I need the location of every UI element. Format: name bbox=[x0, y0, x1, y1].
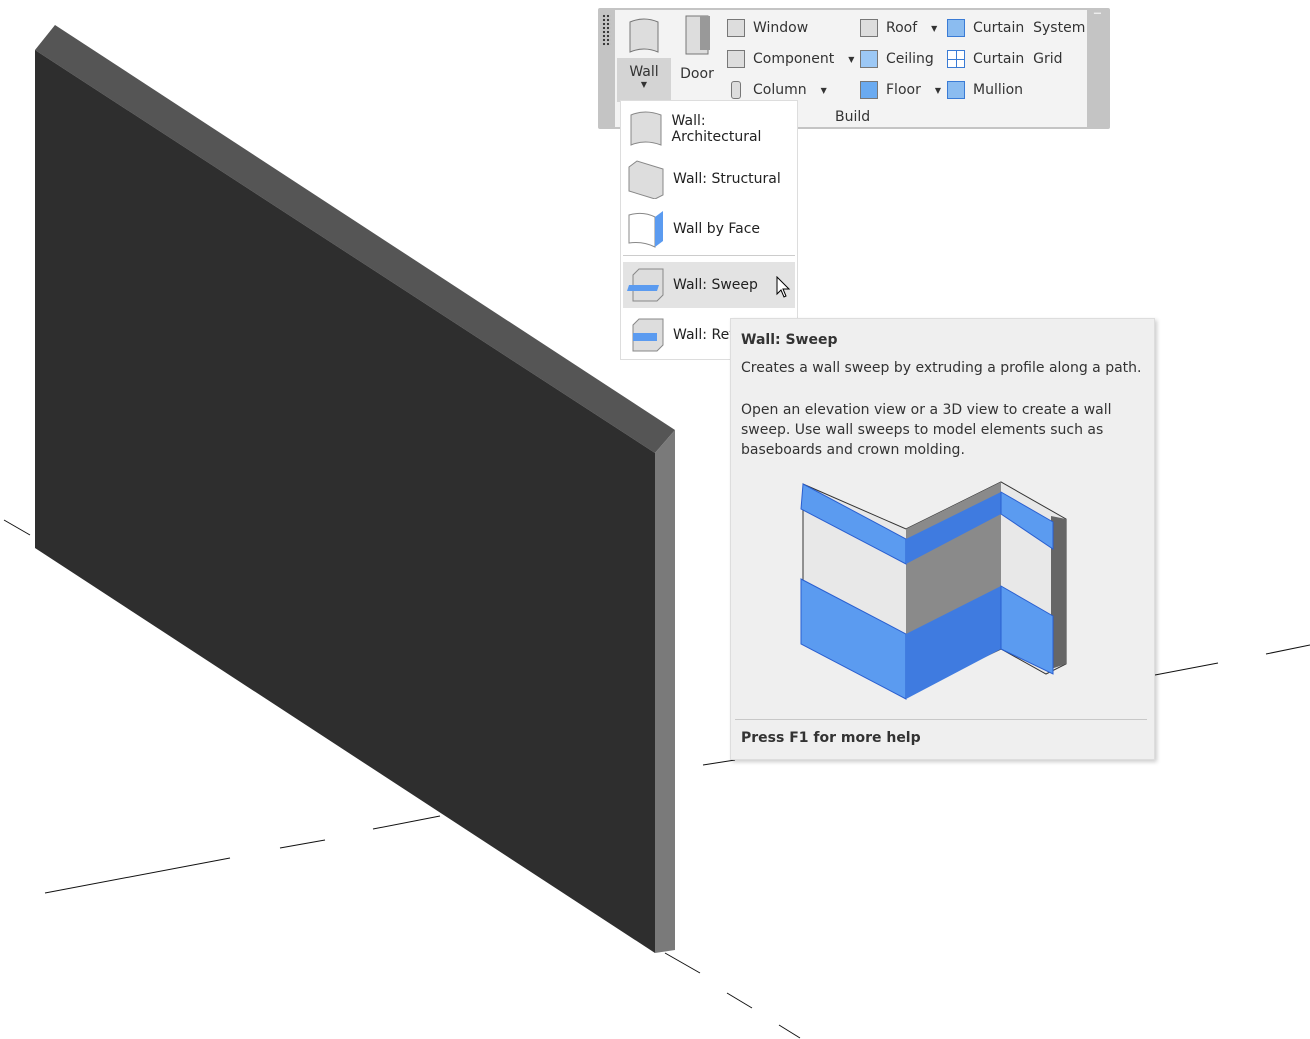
tooltip-footer: Press F1 for more help bbox=[741, 730, 921, 746]
tooltip-divider bbox=[735, 719, 1147, 720]
component-button[interactable]: Component ▼ bbox=[727, 50, 854, 68]
panel-collapse-icon[interactable]: ▔ bbox=[1094, 14, 1101, 24]
column-button[interactable]: Column ▼ bbox=[727, 81, 827, 99]
dropdown-arrow-icon[interactable]: ▼ bbox=[931, 23, 938, 33]
dropdown-arrow-icon[interactable]: ▼ bbox=[848, 54, 855, 64]
tooltip-summary: Creates a wall sweep by extruding a prof… bbox=[741, 360, 1142, 376]
floor-label: Floor bbox=[886, 82, 921, 98]
menu-item-wall-sweep[interactable]: Wall: Sweep bbox=[623, 262, 795, 308]
wall-sweep-icon bbox=[627, 268, 664, 302]
mullion-label: Mullion bbox=[973, 82, 1024, 98]
curtain-system-icon bbox=[947, 19, 965, 37]
column-label: Column bbox=[753, 82, 807, 98]
menu-item-wall-architectural[interactable]: Wall: Architectural bbox=[623, 106, 795, 152]
tooltip-wall-sweep: Wall: Sweep Creates a wall sweep by extr… bbox=[730, 318, 1155, 760]
roof-label: Roof bbox=[886, 20, 918, 36]
roof-button[interactable]: Roof ▼ bbox=[860, 19, 937, 37]
tooltip-details: Open an elevation view or a 3D view to c… bbox=[741, 402, 1112, 458]
wall-3d-model[interactable] bbox=[35, 25, 675, 953]
dropdown-arrow-icon[interactable]: ▼ bbox=[820, 85, 827, 95]
ceiling-button[interactable]: Ceiling bbox=[860, 50, 934, 68]
window-label: Window bbox=[753, 20, 809, 36]
curtain-system-button[interactable]: Curtain System bbox=[947, 19, 1085, 37]
curtain-system-label: Curtain System bbox=[973, 20, 1086, 36]
menu-item-wall-reveal[interactable]: Wall: Rev bbox=[623, 312, 795, 358]
door-icon bbox=[685, 15, 710, 55]
curtain-grid-label: Curtain Grid bbox=[973, 51, 1063, 67]
wall-architectural-icon bbox=[630, 111, 662, 146]
menu-separator bbox=[623, 255, 795, 256]
axis-lines bbox=[3, 519, 1310, 1039]
wall-by-face-icon bbox=[628, 211, 663, 248]
wall-dropdown-arrow-icon: ▼ bbox=[640, 80, 648, 89]
window-icon bbox=[727, 19, 745, 37]
panel-label: Build bbox=[835, 109, 871, 125]
component-label: Component bbox=[753, 51, 835, 67]
mullion-icon bbox=[947, 81, 965, 99]
menu-item-label: Wall: Architectural bbox=[671, 113, 762, 145]
panel-grip-handle[interactable] bbox=[602, 14, 611, 46]
wall-label: Wall bbox=[629, 64, 659, 80]
menu-item-label: Wall by Face bbox=[673, 221, 761, 237]
floor-button[interactable]: Floor ▼ bbox=[860, 81, 941, 99]
roof-icon bbox=[860, 19, 878, 37]
door-label: Door bbox=[680, 66, 714, 82]
dropdown-arrow-icon[interactable]: ▼ bbox=[934, 85, 941, 95]
wall-structural-icon bbox=[628, 160, 664, 199]
wall-icon bbox=[629, 18, 659, 53]
tooltip-title: Wall: Sweep bbox=[741, 332, 838, 348]
wall-sweep-illustration bbox=[800, 481, 1067, 700]
ceiling-icon bbox=[860, 50, 878, 68]
floor-icon bbox=[860, 81, 878, 99]
column-icon bbox=[731, 81, 741, 99]
wall-dropdown-menu: Wall: Architectural Wall: Structural Wal… bbox=[620, 100, 798, 360]
window-button[interactable]: Window bbox=[727, 19, 808, 37]
menu-item-label: Wall: Structural bbox=[673, 171, 781, 187]
ceiling-label: Ceiling bbox=[886, 51, 934, 67]
menu-item-label: Wall: Rev bbox=[673, 327, 738, 343]
component-icon bbox=[727, 50, 745, 68]
curtain-grid-button[interactable]: Curtain Grid bbox=[947, 50, 1063, 68]
curtain-grid-icon bbox=[947, 50, 965, 68]
wall-button[interactable]: Wall ▼ bbox=[617, 10, 671, 102]
menu-item-wall-by-face[interactable]: Wall by Face bbox=[623, 206, 795, 252]
mullion-button[interactable]: Mullion bbox=[947, 81, 1023, 99]
mouse-cursor-icon bbox=[776, 276, 791, 298]
door-button[interactable]: Door bbox=[675, 10, 719, 82]
wall-reveal-icon bbox=[632, 318, 664, 352]
menu-item-wall-structural[interactable]: Wall: Structural bbox=[623, 156, 795, 202]
menu-item-label: Wall: Sweep bbox=[673, 277, 758, 293]
